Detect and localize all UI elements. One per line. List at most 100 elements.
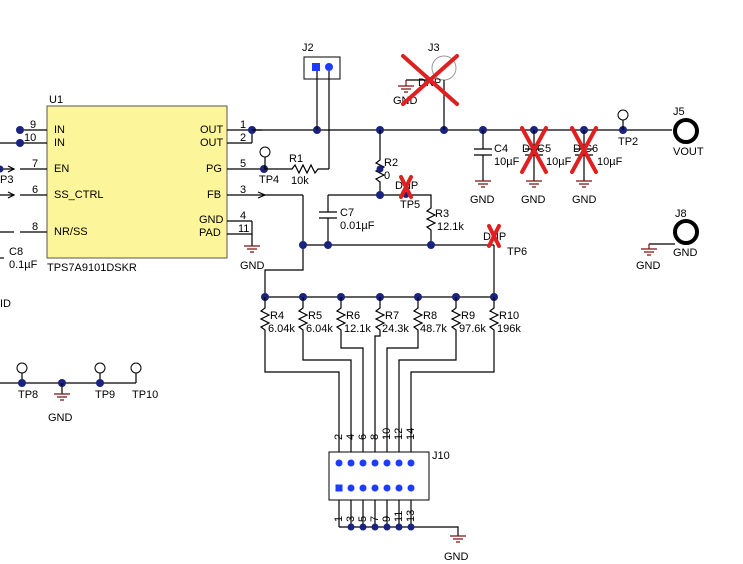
u1-gnd-label: GND bbox=[240, 260, 265, 272]
j10-gnd-junction-5 bbox=[395, 523, 403, 531]
fb-junction-c7 bbox=[324, 241, 332, 249]
fb-junction-r3 bbox=[427, 241, 435, 249]
u1-left-pin-wires bbox=[20, 129, 47, 233]
j10-gnd-label: GND bbox=[444, 551, 469, 563]
tp4-label: TP4 bbox=[259, 174, 279, 186]
tp3-label: P3 bbox=[0, 174, 13, 186]
j5-terminal[interactable] bbox=[673, 118, 699, 144]
c4-symbol bbox=[474, 130, 492, 181]
u1-pin-num-9: 9 bbox=[30, 119, 36, 131]
j10-pin-12: 12 bbox=[393, 428, 405, 440]
c5-gnd-label: GND bbox=[521, 194, 546, 206]
divider-bank: R4 6.04k R5 6.04k R6 12.1k R7 24.3k R8 4… bbox=[259, 293, 521, 452]
r5-ref: R5 bbox=[308, 310, 322, 322]
r2-junction bbox=[376, 165, 384, 173]
tp9-ring bbox=[94, 362, 106, 374]
r2-symbol bbox=[374, 130, 386, 195]
j5-ref: J5 bbox=[673, 106, 685, 118]
j10-bottom-pin-7 bbox=[371, 484, 379, 492]
j2-jumper: J2 bbox=[302, 42, 341, 169]
j10-bottom-pin-11 bbox=[395, 484, 403, 492]
u1-pin-num-1: 1 bbox=[240, 119, 246, 131]
row-ground-symbol bbox=[54, 393, 70, 401]
r1-resistor: R1 10k bbox=[264, 153, 329, 187]
j10-pin-4: 4 bbox=[345, 434, 357, 440]
c8-value: 0.1µF bbox=[9, 259, 38, 271]
tp5-label: TP5 bbox=[400, 199, 420, 211]
j10-pin-14: 14 bbox=[405, 428, 417, 440]
j10-pin-8: 8 bbox=[369, 434, 381, 440]
tp2-label: TP2 bbox=[618, 136, 638, 148]
r9-value: 97.6k bbox=[459, 323, 486, 335]
j5-connector: J5 VOUT bbox=[673, 106, 704, 158]
u1-pin-num-4: 4 bbox=[240, 210, 246, 222]
u1-ground: GND bbox=[240, 245, 265, 272]
r1-ref: R1 bbox=[289, 153, 303, 165]
u1-pin-name-out-1: OUT bbox=[200, 124, 224, 136]
tp10-ring bbox=[130, 362, 142, 374]
c5-capacitor: DN C5 10µF GND bbox=[520, 126, 572, 206]
j10-top-pin-6 bbox=[359, 459, 367, 467]
c6-value: 10µF bbox=[597, 156, 623, 168]
c7-ref: C7 bbox=[340, 207, 354, 219]
j2-ref: J2 bbox=[302, 42, 314, 54]
j10-top-pin-numbers: 2 4 6 8 10 12 14 bbox=[333, 428, 417, 440]
j10-pin-6: 6 bbox=[357, 434, 369, 440]
j10-top-pin-14 bbox=[407, 459, 415, 467]
tp2-testpoint: TP2 bbox=[617, 109, 638, 148]
j2-wires bbox=[316, 71, 330, 169]
c7-symbol bbox=[319, 195, 337, 245]
tp9-junction bbox=[96, 379, 104, 387]
fb-junction-left bbox=[299, 241, 307, 249]
j3-connector: J3 GND DNP bbox=[393, 42, 459, 130]
u1-pin-num-8: 8 bbox=[32, 221, 38, 233]
c4-ground bbox=[475, 180, 491, 188]
u1-part-number: TPS7A9101DSKR bbox=[47, 262, 137, 274]
j8-terminal[interactable] bbox=[673, 219, 699, 245]
r8-value: 48.7k bbox=[420, 323, 447, 335]
tp6-dnp-mark bbox=[487, 224, 501, 248]
c5-ref: C5 bbox=[537, 143, 551, 155]
u1-left-offpage-wires bbox=[0, 142, 20, 233]
j10-bottom-pin-3 bbox=[347, 484, 355, 492]
j10-top-pin-4 bbox=[347, 459, 355, 467]
fb-arrow bbox=[257, 191, 267, 199]
r5-value: 6.04k bbox=[306, 323, 333, 335]
r2-bottom-junction bbox=[376, 191, 384, 199]
r7-ref: R7 bbox=[385, 310, 399, 322]
j8-net-label: GND bbox=[673, 247, 698, 259]
u1-pin-name-fb: FB bbox=[207, 189, 221, 201]
j8-connector: J8 GND GND bbox=[636, 208, 699, 272]
u1-pin-name-gnd: GND bbox=[199, 214, 224, 226]
c6-dnp-mark bbox=[570, 126, 598, 174]
j10-gnd-junction-1 bbox=[347, 523, 355, 531]
c6-gnd-label: GND bbox=[572, 194, 597, 206]
output-rail bbox=[252, 126, 672, 134]
r8-ref: R8 bbox=[423, 310, 437, 322]
j10-header: J10 2 4 6 8 10 12 14 1 3 5 7 bbox=[328, 428, 469, 563]
j8-ref: J8 bbox=[675, 208, 687, 220]
r2-ref: R2 bbox=[384, 157, 398, 169]
r3-symbol bbox=[328, 194, 437, 245]
tp4-ring bbox=[259, 146, 271, 158]
r6-value: 12.1k bbox=[344, 323, 371, 335]
u1-pin-num-10: 10 bbox=[24, 132, 36, 144]
u1-pin-num-2: 2 bbox=[240, 132, 246, 144]
c4-capacitor: C4 10µF GND bbox=[470, 130, 520, 206]
j10-gnd-junction-4 bbox=[383, 523, 391, 531]
j3-ref: J3 bbox=[428, 42, 440, 54]
u1-ground-symbol bbox=[244, 245, 260, 253]
u1-pin-num-7: 7 bbox=[32, 158, 38, 170]
c6-ground bbox=[576, 180, 592, 188]
c8-ref: C8 bbox=[9, 246, 23, 258]
j10-top-pin-10 bbox=[383, 459, 391, 467]
j3-dnp-mark bbox=[401, 54, 459, 106]
u1-pin-name-in-2: IN bbox=[54, 137, 65, 149]
u1-pin-name-ss-ctrl: SS_CTRL bbox=[54, 189, 104, 201]
u1-pin-num-3: 3 bbox=[240, 184, 246, 196]
j10-body bbox=[328, 451, 430, 501]
fb-wire bbox=[264, 194, 304, 297]
tp5-dnp-mark bbox=[399, 175, 413, 199]
tp10-label: TP10 bbox=[132, 389, 158, 401]
c4-value: 10µF bbox=[494, 156, 520, 168]
